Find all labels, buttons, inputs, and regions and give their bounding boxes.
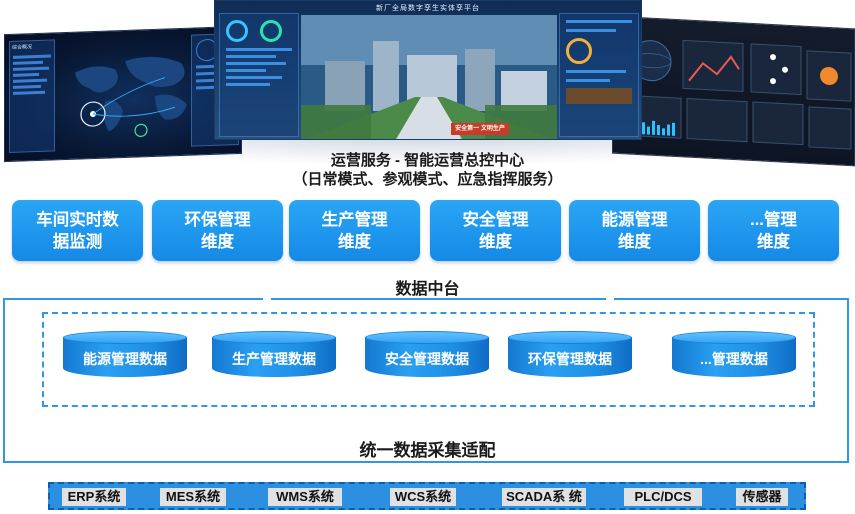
analytics-graphic (622, 39, 852, 150)
module-other[interactable]: ...管理维度 (708, 200, 839, 261)
right-screen-analytics (612, 15, 855, 167)
data-store-safety[interactable]: 安全管理数据 (365, 331, 489, 383)
system-scada[interactable]: SCADA系 统 (502, 488, 586, 506)
data-hub-title: 数据中台 (395, 281, 460, 298)
module-production[interactable]: 生产管理维度 (289, 200, 420, 261)
system-sensors[interactable]: 传感器 (736, 488, 788, 506)
data-store-label: 环保管理数据 (528, 351, 612, 367)
center-screen-title: 新厂全局数字孪生实体孪平台 (376, 5, 480, 12)
module-label-line1: 环保管理 (184, 210, 251, 229)
module-workshop-monitoring[interactable]: 车间实时数据监测 (12, 200, 143, 261)
source-systems-bar: ERP系统 MES系统 WMS系统 WCS系统 SCADA系 统 PLC/DCS… (48, 482, 806, 510)
module-label-line2: 维度 (479, 232, 512, 251)
data-hub-frame (3, 297, 849, 463)
system-erp[interactable]: ERP系统 (62, 488, 126, 506)
module-label-line1: 车间实时数 (36, 210, 119, 229)
dashboard-screens: 综合概况 (0, 0, 855, 167)
center-left-panel (219, 13, 299, 137)
module-energy[interactable]: 能源管理维度 (569, 200, 700, 261)
system-wms[interactable]: WMS系统 (268, 488, 342, 506)
system-mes[interactable]: MES系统 (160, 488, 226, 506)
data-store-energy[interactable]: 能源管理数据 (63, 331, 187, 383)
module-label-line1: ...管理 (750, 210, 797, 229)
management-modules: 车间实时数据监测 环保管理维度 生产管理维度 安全管理维度 能源管理维度 ...… (0, 200, 855, 264)
operations-subtitle: （日常模式、参观模式、应急指挥服务） (292, 171, 563, 188)
center-screen-digital-twin: 新厂全局数字孪生实体孪平台 安全第一 文明生产 (214, 0, 642, 140)
data-store-label: 安全管理数据 (385, 351, 469, 367)
module-safety[interactable]: 安全管理维度 (430, 200, 561, 261)
data-store-label: ...管理数据 (700, 351, 768, 367)
module-label-line1: 生产管理 (321, 210, 388, 229)
data-store-label: 能源管理数据 (83, 351, 167, 367)
factory-scene-graphic (301, 15, 557, 139)
module-label-line2: 维度 (618, 232, 651, 251)
data-store-label: 生产管理数据 (232, 351, 316, 367)
module-label-line2: 据监测 (52, 232, 103, 251)
module-label-line2: 维度 (338, 232, 371, 251)
left-screen-world-map: 综合概况 (4, 25, 242, 163)
data-store-group (42, 312, 815, 407)
system-plc-dcs[interactable]: PLC/DCS (624, 488, 702, 506)
data-store-other[interactable]: ...管理数据 (672, 331, 796, 383)
center-screen-banner: 安全第一 文明生产 (455, 126, 505, 132)
data-store-production[interactable]: 生产管理数据 (212, 331, 336, 383)
data-collection-title: 统一数据采集适配 (359, 441, 496, 460)
module-label-line2: 维度 (201, 232, 234, 251)
module-label-line1: 能源管理 (601, 210, 668, 229)
data-store-environmental[interactable]: 环保管理数据 (508, 331, 632, 383)
module-label-line1: 安全管理 (462, 210, 529, 229)
system-wcs[interactable]: WCS系统 (390, 488, 456, 506)
center-right-panel (559, 13, 639, 137)
operations-title: 运营服务 - 智能运营总控中心 (330, 152, 525, 169)
module-label-line2: 维度 (756, 232, 790, 251)
module-environmental[interactable]: 环保管理维度 (152, 200, 283, 261)
world-map-graphic (75, 56, 187, 137)
